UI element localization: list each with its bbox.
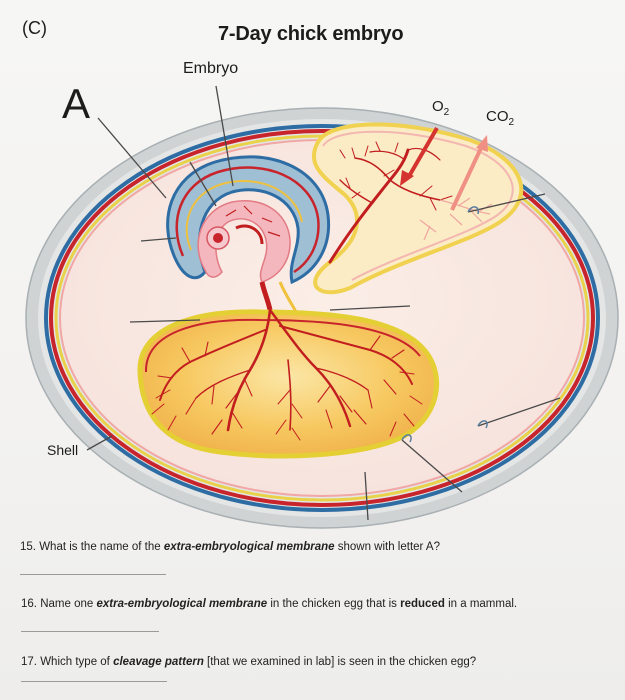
question-15-before: What is the name of the <box>39 541 161 553</box>
co2-label: CO2 <box>486 108 515 128</box>
o2-label: O2 <box>432 98 450 118</box>
question-16-middle: in the chicken egg that is <box>270 598 397 610</box>
leader-lines <box>86 85 561 521</box>
question-16-after: in a mammal. <box>448 598 518 610</box>
panel-label: (C) <box>22 18 47 38</box>
question-16-emph: extra-embryological membrane <box>96 598 268 610</box>
question-17-before: Which type of <box>40 656 110 668</box>
question-17-emph: cleavage pattern <box>113 656 204 668</box>
question-16-emph2: reduced <box>400 598 445 610</box>
question-16-before: Name one <box>40 598 94 610</box>
co2-arrow <box>450 135 488 211</box>
question-16-number: 16. <box>21 598 37 610</box>
yolk-vessels <box>151 308 423 441</box>
question-17-number: 17. <box>21 656 37 668</box>
allantois <box>311 122 524 295</box>
question-15-after: shown with letter A? <box>337 541 440 553</box>
letter-a-label: A <box>62 80 91 127</box>
embryo-amnion <box>166 155 331 285</box>
question-17-after: [that we examined in lab] is seen in the… <box>207 656 477 668</box>
answer-line-17[interactable] <box>21 681 167 682</box>
chorion-blue-outer <box>44 124 600 512</box>
chick-embryo-diagram <box>25 85 619 529</box>
embryo-label: Embryo <box>183 60 239 77</box>
question-15-emph: extra-embryological membrane <box>163 541 335 553</box>
question-15: 15. What is the name of the extra-embryo… <box>20 541 440 553</box>
o2-main: O <box>432 98 444 115</box>
answer-line-16[interactable] <box>21 631 159 632</box>
question-16: 16. Name one extra-embryological membran… <box>21 598 517 610</box>
co2-main: CO <box>486 108 509 125</box>
o2-sub: 2 <box>443 107 450 118</box>
chorion-red <box>49 129 595 507</box>
question-15-number: 15. <box>20 541 36 553</box>
answer-line-15[interactable] <box>20 574 166 575</box>
allantois-vessels <box>328 141 453 264</box>
co2-sub: 2 <box>508 117 515 128</box>
shell-label: Shell <box>47 442 79 458</box>
question-17: 17. Which type of cleavage pattern [that… <box>21 656 476 668</box>
diagram-title: 7-Day chick embryo <box>218 23 404 45</box>
o2-arrow <box>400 126 439 186</box>
